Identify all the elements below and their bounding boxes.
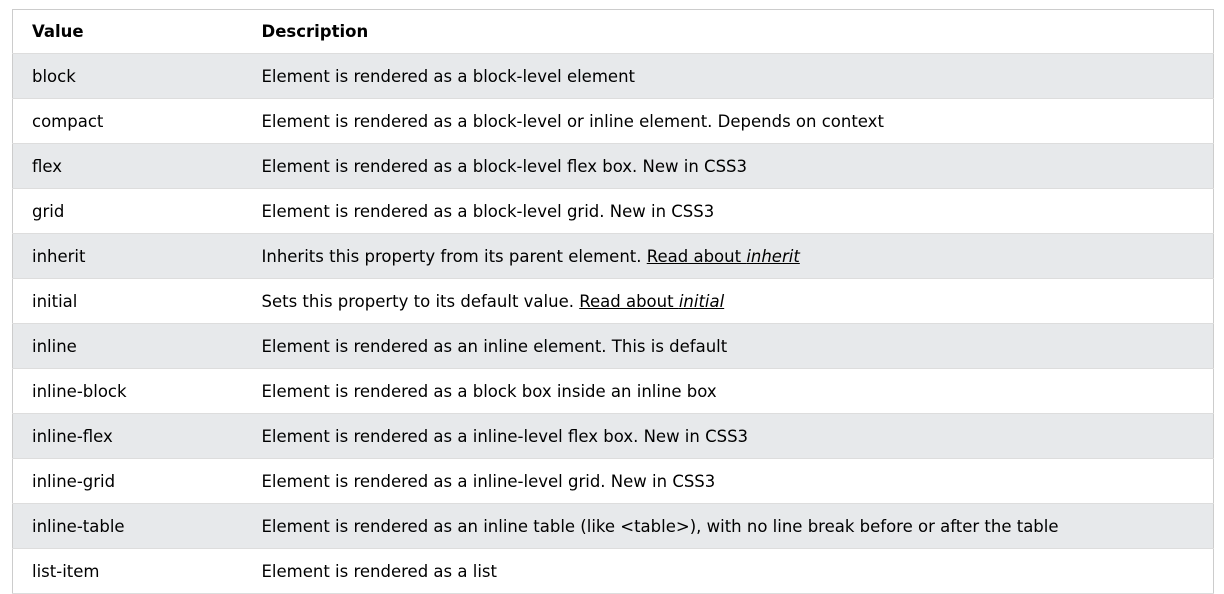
- table-row: list-item Element is rendered as a list: [12, 548, 1214, 594]
- description-cell: Element is rendered as an inline element…: [261, 336, 728, 356]
- table-row: compact Element is rendered as a block-l…: [12, 98, 1214, 144]
- description-cell: Inherits this property from its parent e…: [243, 234, 1214, 279]
- value-cell: block: [32, 66, 76, 86]
- table-row: inline-block Element is rendered as a bl…: [12, 368, 1214, 414]
- display-values-table: Value Description block Element is rende…: [12, 9, 1214, 594]
- value-cell: inherit: [32, 246, 86, 266]
- description-cell: Element is rendered as a block box insid…: [261, 381, 717, 401]
- value-cell: grid: [32, 201, 65, 221]
- description-cell: Element is rendered as a list: [261, 561, 497, 581]
- description-cell: Sets this property to its default value.…: [243, 279, 1214, 324]
- display-values-table-container: Value Description block Element is rende…: [12, 9, 1214, 594]
- read-about-inherit-link[interactable]: Read about inherit: [647, 247, 800, 266]
- value-cell: inline-block: [32, 381, 127, 401]
- header-description: Description: [261, 22, 369, 41]
- value-cell: inline: [32, 336, 77, 356]
- link-term: initial: [678, 291, 725, 311]
- value-cell: inline-grid: [32, 471, 116, 491]
- description-text: Sets this property to its default value.: [261, 291, 575, 311]
- table-row: inline Element is rendered as an inline …: [12, 323, 1214, 369]
- table-row: inline-table Element is rendered as an i…: [12, 503, 1214, 549]
- value-cell: compact: [32, 111, 104, 131]
- link-prefix: Read about: [579, 291, 679, 311]
- table-row: inherit Inherits this property from its …: [12, 233, 1214, 279]
- table-row: initial Sets this property to its defaul…: [12, 278, 1214, 324]
- table-row: flex Element is rendered as a block-leve…: [12, 143, 1214, 189]
- table-row: inline-flex Element is rendered as a inl…: [12, 413, 1214, 459]
- link-term: inherit: [746, 246, 800, 266]
- value-cell: inline-table: [32, 516, 125, 536]
- description-cell: Element is rendered as a block-level or …: [261, 111, 884, 131]
- description-cell: Element is rendered as an inline table (…: [261, 516, 1059, 536]
- table-row: block Element is rendered as a block-lev…: [12, 53, 1214, 99]
- description-cell: Element is rendered as a block-level fle…: [261, 156, 748, 176]
- read-about-initial-link[interactable]: Read about initial: [579, 292, 724, 311]
- description-cell: Element is rendered as a inline-level gr…: [261, 471, 716, 491]
- link-prefix: Read about: [646, 246, 747, 266]
- value-cell: inline-flex: [32, 426, 113, 446]
- description-cell: Element is rendered as a block-level gri…: [261, 201, 715, 221]
- value-cell: initial: [32, 291, 78, 311]
- value-cell: list-item: [32, 561, 100, 581]
- table-row: grid Element is rendered as a block-leve…: [12, 188, 1214, 234]
- description-text: Inherits this property from its parent e…: [261, 246, 642, 266]
- description-cell: Element is rendered as a block-level ele…: [261, 66, 636, 86]
- description-cell: Element is rendered as a inline-level fl…: [261, 426, 749, 446]
- table-header-row: Value Description: [12, 9, 1214, 54]
- table-row: inline-grid Element is rendered as a inl…: [12, 458, 1214, 504]
- header-value: Value: [32, 22, 84, 41]
- value-cell: flex: [32, 156, 63, 176]
